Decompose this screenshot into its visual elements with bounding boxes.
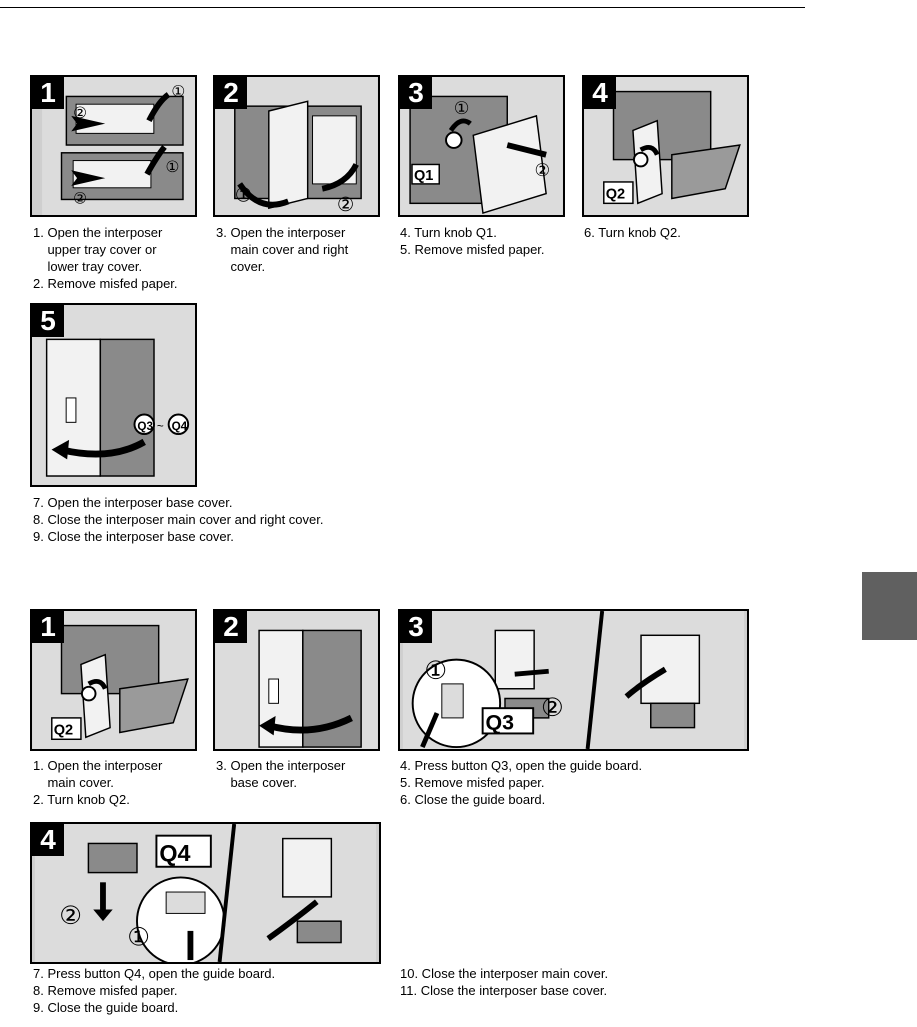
callout-1-bottom: ① — [165, 158, 179, 176]
step-number: 2 — [215, 77, 247, 109]
step-number: 2 — [215, 611, 247, 643]
instructions-a5: 7. Open the interposer base cover. 8. Cl… — [33, 495, 324, 544]
callout-1: ① — [127, 922, 150, 951]
illustration-a5: Q3 ~ Q4 5 — [30, 303, 197, 487]
step-number: 3 — [400, 611, 432, 643]
callout-2: ② — [541, 693, 564, 722]
label-q4: Q4 — [159, 840, 190, 866]
step-number: 4 — [584, 77, 616, 109]
step-number: 1 — [32, 77, 64, 109]
section-tab — [862, 572, 917, 640]
instructions-b2: 3. Open the interposer base cover. — [216, 758, 346, 790]
label-q2: Q2 — [54, 722, 73, 738]
label-tilde: ~ — [157, 420, 164, 433]
callout-1: ① — [454, 99, 470, 119]
callout-1: ① — [235, 183, 252, 206]
callout-1-top: ① — [171, 82, 185, 100]
label-q4: Q4 — [172, 420, 188, 433]
label-q1: Q1 — [414, 168, 433, 184]
instructions-b3: 4. Press button Q3, open the guide board… — [400, 758, 643, 807]
header-rule — [0, 7, 805, 8]
instructions-a2: 3. Open the interposer main cover and ri… — [216, 225, 349, 274]
step-number: 4 — [32, 824, 64, 856]
label-q3: Q3 — [486, 711, 515, 735]
illustration-b1: Q2 1 — [30, 609, 197, 751]
instructions-a3: 4. Turn knob Q1. 5. Remove misfed paper. — [400, 225, 545, 257]
illustration-b4: Q4 ② ① 4 — [30, 822, 381, 964]
step-number: 5 — [32, 305, 64, 337]
illustration-b3: Q3 ① ② 3 — [398, 609, 749, 751]
illustration-a1: ① ② ① ② 1 — [30, 75, 197, 217]
illustration-a3: Q1 ① ② 3 — [398, 75, 565, 217]
callout-1: ① — [424, 656, 447, 685]
label-q2: Q2 — [606, 186, 625, 202]
instructions-a1: 1. Open the interposer upper tray cover … — [33, 225, 178, 291]
callout-2-top: ② — [73, 104, 87, 122]
step-number: 3 — [400, 77, 432, 109]
instructions-b4-left: 7. Press button Q4, open the guide board… — [33, 966, 276, 1015]
callout-2: ② — [337, 193, 354, 215]
step-number: 1 — [32, 611, 64, 643]
instructions-b1: 1. Open the interposer main cover. 2. Tu… — [33, 758, 163, 807]
callout-2: ② — [534, 161, 550, 181]
label-q3: Q3 — [137, 420, 153, 433]
illustration-b2: 2 — [213, 609, 380, 751]
callout-2-bottom: ② — [73, 189, 87, 207]
illustration-a2: ① ② 2 — [213, 75, 380, 217]
instructions-b4-right: 10. Close the interposer main cover. 11.… — [400, 966, 609, 998]
illustration-a4: Q2 4 — [582, 75, 749, 217]
instructions-a4: 6. Turn knob Q2. — [584, 225, 681, 240]
callout-2: ② — [59, 901, 82, 930]
